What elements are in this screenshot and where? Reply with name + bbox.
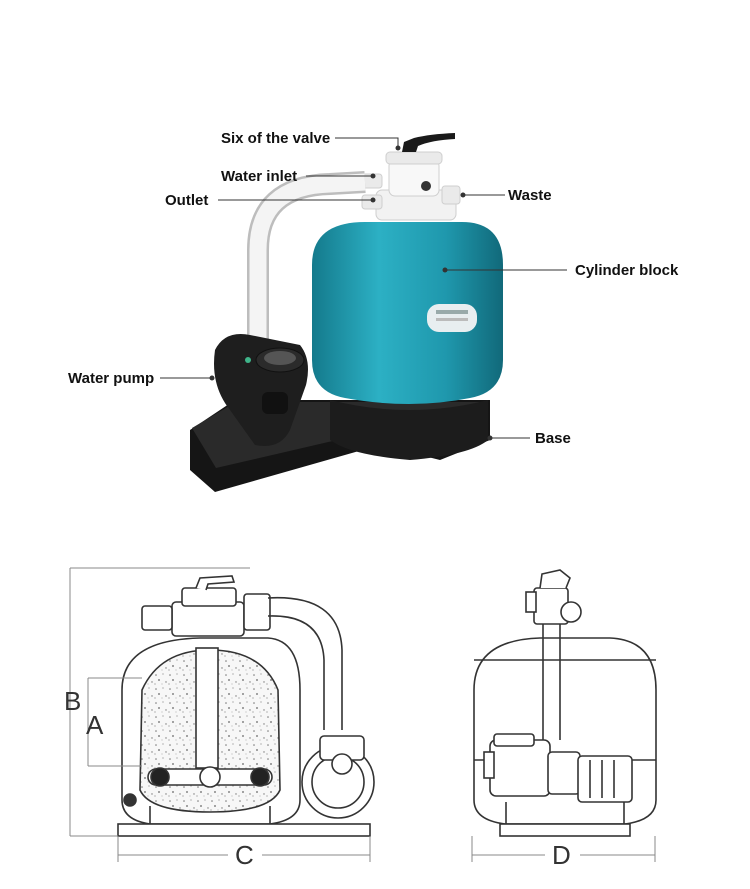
valve-handle [402, 133, 455, 152]
pump [214, 334, 308, 446]
tank-skirt [330, 400, 488, 460]
label-six-valve: Six of the valve [221, 130, 330, 147]
dimension-d: D [552, 840, 571, 870]
label-water-pump: Water pump [68, 370, 154, 387]
dimension-a: A [86, 710, 104, 740]
front-view-drawing [117, 575, 375, 837]
tank [312, 222, 503, 404]
label-water-inlet: Water inlet [221, 168, 297, 185]
multiport-valve [361, 133, 461, 221]
label-waste: Waste [508, 187, 552, 204]
leader-lines [160, 137, 567, 439]
dimension-lines [69, 567, 656, 862]
label-outlet: Outlet [165, 192, 208, 209]
dimension-b: B [64, 686, 81, 716]
label-base: Base [535, 430, 571, 447]
label-cylinder-block: Cylinder block [575, 262, 679, 279]
product-photo [190, 133, 503, 492]
side-view-drawing [473, 569, 657, 837]
dimension-c: C [235, 840, 254, 870]
leader-dots [209, 145, 493, 441]
